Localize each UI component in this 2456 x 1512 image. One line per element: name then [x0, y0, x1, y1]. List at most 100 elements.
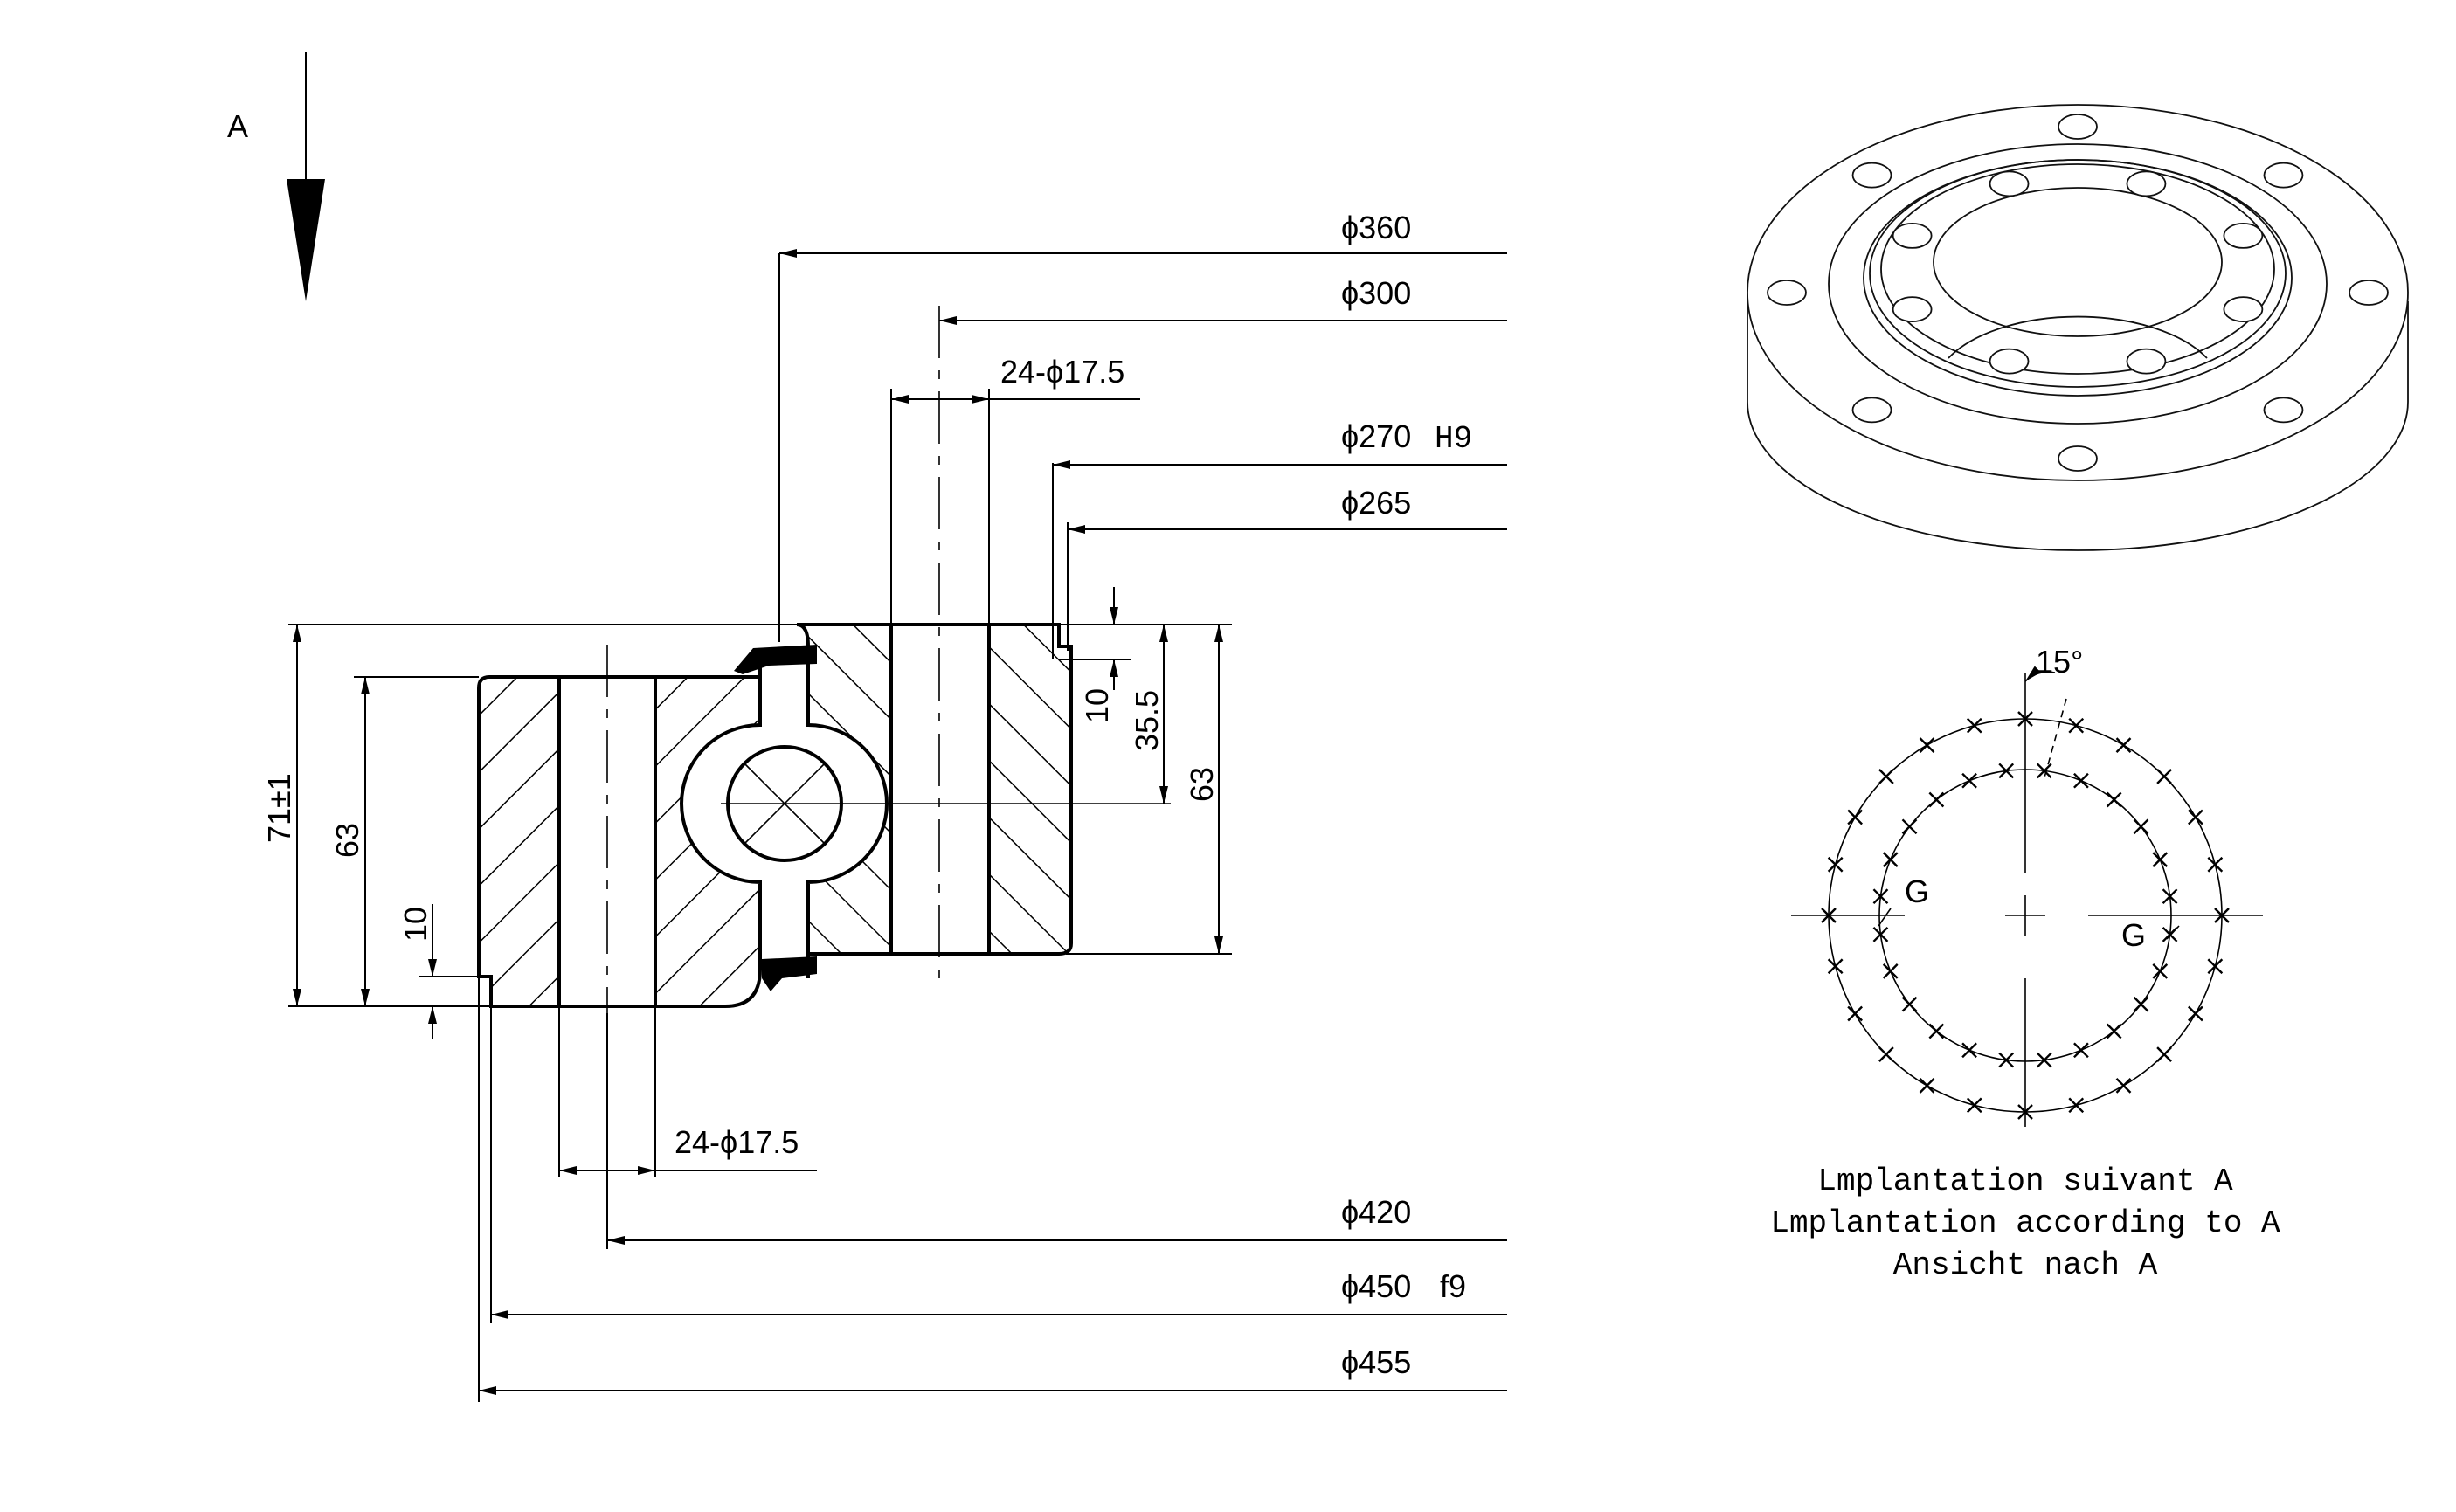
- outer-hole-mark: [2207, 856, 2224, 873]
- gear-mark-right: G: [2121, 917, 2146, 953]
- iso-outer-hole: [2058, 114, 2098, 140]
- dim-d270: ϕ270 H9: [1052, 418, 1507, 659]
- iso-outer-hole: [2058, 445, 2098, 472]
- iso-bolt-holes: [1767, 114, 2389, 472]
- outer-hole-mark: [1827, 958, 1844, 975]
- inner-hole-mark: [2162, 888, 2178, 905]
- dim-d265: ϕ265: [1067, 485, 1507, 651]
- hole-pattern-angle: 15°: [2036, 644, 2083, 680]
- iso-outer-hole: [2349, 280, 2389, 306]
- outer-hole-mark: [1847, 809, 1863, 825]
- dim-d300-text: ϕ300: [1341, 275, 1411, 311]
- outer-hole-mark: [2115, 1078, 2132, 1094]
- outer-hole-mark: [2156, 769, 2172, 784]
- iso-inner-hole: [1989, 348, 2030, 375]
- outer-hole-mark: [1966, 717, 1982, 734]
- dim-d455-text: ϕ455: [1341, 1344, 1411, 1380]
- iso-inner-hole: [2126, 348, 2167, 375]
- inner-hole-mark: [1882, 852, 1899, 867]
- iso-outer-hole: [2263, 162, 2304, 189]
- dim-d270-text: ϕ270: [1341, 418, 1411, 454]
- seal-top: [734, 645, 817, 674]
- inner-hole-mark: [1961, 1042, 1977, 1059]
- inner-hole-mark: [2152, 963, 2169, 979]
- dim-d450: ϕ450 f9: [490, 1006, 1507, 1323]
- dim-d455: ϕ455: [478, 977, 1507, 1402]
- hole-marks: [1821, 711, 2230, 1120]
- iso-outer-hole: [1767, 280, 1807, 306]
- inner-ring-bolt-hole: [889, 623, 991, 956]
- caption-line-3: Ansicht nach A: [1893, 1247, 2158, 1283]
- dim-h63-right-text: 63: [1184, 767, 1220, 802]
- dim-holes-bottom: 24-ϕ17.5: [558, 1006, 817, 1177]
- inner-hole-mark: [2073, 1042, 2089, 1059]
- dim-h10-right-text: 10: [1079, 688, 1115, 723]
- inner-hole-mark: [1998, 763, 2015, 779]
- caption-line-2: Lmplantation according to A: [1770, 1205, 2280, 1241]
- iso-inner-hole: [1989, 170, 2030, 197]
- outer-hole-mark: [2188, 1005, 2203, 1022]
- outer-hole-mark: [2068, 1097, 2085, 1114]
- inner-hole-mark: [1901, 818, 1918, 835]
- inner-hole-mark: [1872, 926, 1889, 942]
- dim-heights-right: 10 35.5 63: [1059, 587, 1232, 955]
- iso-outer-hole: [1851, 397, 1892, 424]
- iso-outer-hole: [2263, 397, 2304, 424]
- dim-h71-text: 71±1: [261, 773, 297, 843]
- iso-inner-hole: [2126, 170, 2167, 197]
- outer-hole-mark: [1919, 737, 1935, 753]
- view-arrow: A: [227, 52, 325, 301]
- inner-hole-mark: [1998, 1052, 2015, 1068]
- outer-hole-mark: [1827, 856, 1844, 873]
- outer-hole-mark: [1878, 769, 1894, 784]
- outer-hole-mark: [2115, 737, 2132, 753]
- dim-d300: ϕ300: [939, 275, 1507, 325]
- dim-d265-text: ϕ265: [1341, 485, 1411, 521]
- dim-holes-bottom-text: 24-ϕ17.5: [675, 1124, 799, 1160]
- outer-hole-mark: [1966, 1097, 1982, 1114]
- iso-inner-hole: [2223, 223, 2264, 249]
- dim-d420-text: ϕ420: [1341, 1194, 1411, 1230]
- iso-inner-hole: [2223, 296, 2264, 322]
- gear-mark-left: G: [1905, 873, 1929, 909]
- outer-hole-mark: [1919, 1078, 1935, 1094]
- dim-d360-text: ϕ360: [1341, 210, 1411, 245]
- inner-hole-mark: [2152, 852, 2169, 867]
- seal-bottom: [762, 956, 817, 991]
- inner-hole-mark: [1928, 1023, 1945, 1039]
- iso-inner-hole: [1892, 296, 1933, 322]
- dim-d450-tolerance: f9: [1440, 1268, 1466, 1304]
- inner-hole-mark: [2133, 818, 2149, 835]
- inner-hole-mark: [1928, 791, 1945, 808]
- dim-holes-top: 24-ϕ17.5: [890, 354, 1140, 625]
- dim-d360: ϕ360: [778, 210, 1507, 642]
- outer-hole-mark: [2017, 1104, 2033, 1120]
- dim-h63-left-text: 63: [329, 823, 365, 858]
- dim-d450-text: ϕ450: [1341, 1268, 1411, 1304]
- inner-hole-mark: [1961, 772, 1977, 789]
- dim-d270-tolerance: H9: [1435, 421, 1472, 457]
- inner-hole-mark: [2106, 791, 2122, 808]
- dim-d420: ϕ420: [606, 1013, 1507, 1249]
- outer-hole-mark: [2214, 908, 2230, 923]
- view-arrow-label: A: [227, 108, 248, 144]
- inner-hole-mark: [1872, 888, 1889, 905]
- inner-hole-mark: [2133, 996, 2149, 1012]
- outer-hole-mark: [2156, 1046, 2172, 1062]
- dim-h10-left-text: 10: [398, 907, 433, 942]
- outer-hole-mark: [2207, 958, 2224, 975]
- inner-hole-mark: [2073, 772, 2089, 789]
- dim-holes-top-text: 24-ϕ17.5: [1000, 354, 1124, 390]
- iso-inner-hole: [1892, 223, 1933, 249]
- dim-h35-5-text: 35.5: [1129, 690, 1165, 751]
- outer-hole-mark: [1821, 908, 1837, 923]
- inner-hole-mark: [2106, 1023, 2122, 1039]
- inner-hole-mark: [1882, 963, 1899, 979]
- hole-pattern: 15° G G: [1791, 644, 2263, 1127]
- rolling-ball: [721, 745, 1171, 862]
- outer-hole-mark: [1878, 1046, 1894, 1062]
- inner-hole-mark: [1901, 996, 1918, 1012]
- outer-hole-mark: [2188, 809, 2203, 825]
- inner-hole-mark: [2162, 926, 2178, 942]
